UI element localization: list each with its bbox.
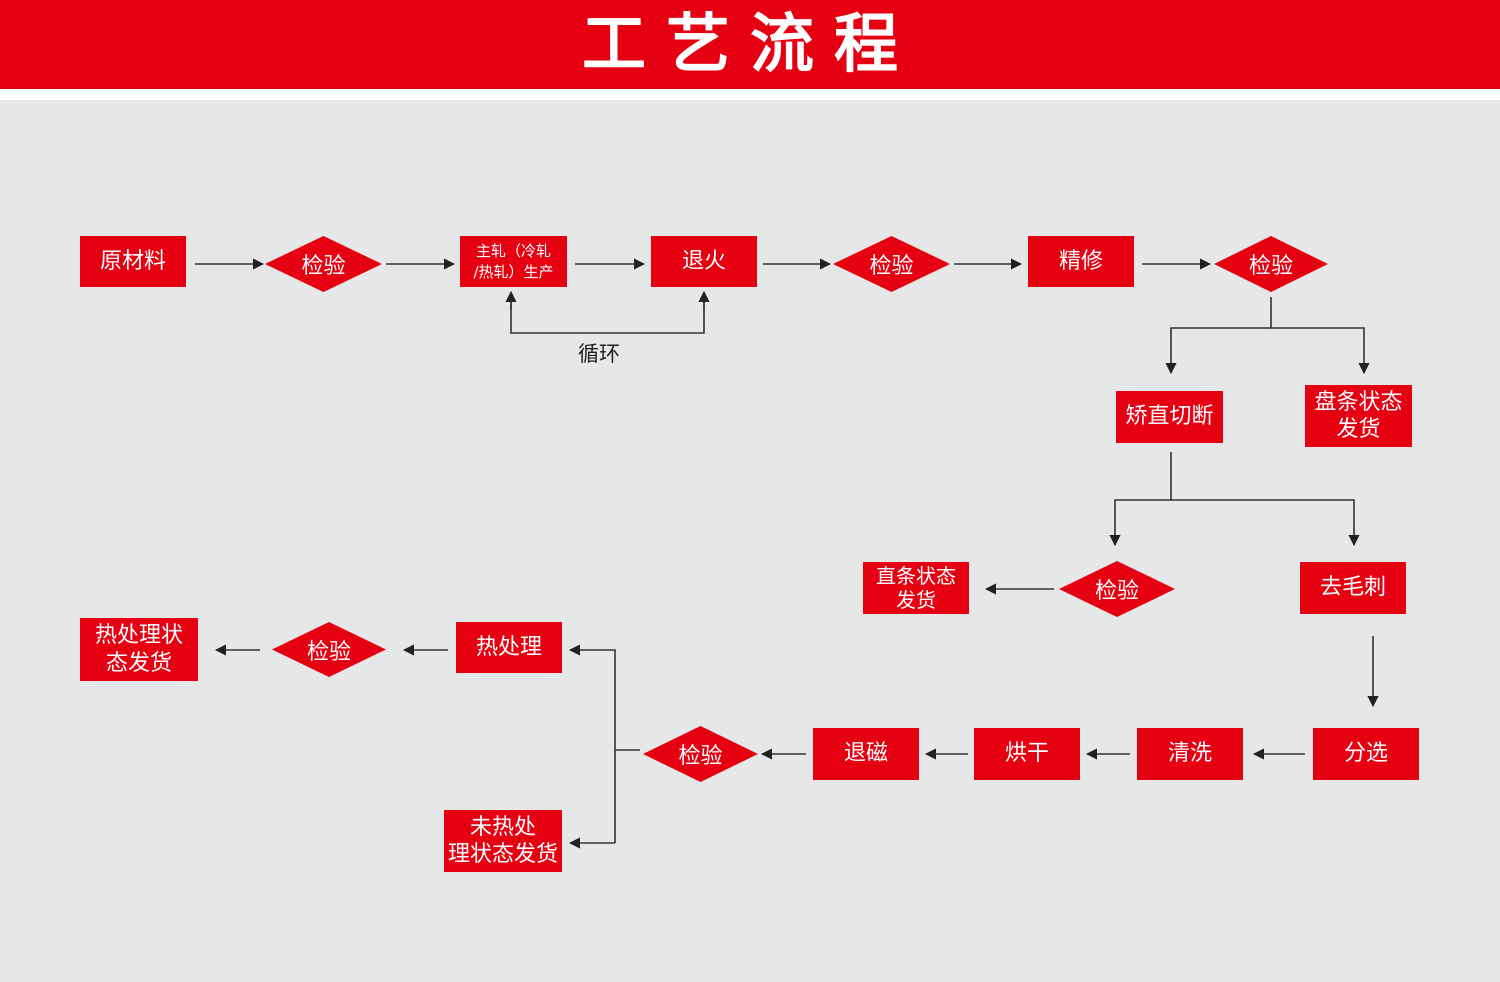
node-annealing: 退火 — [651, 236, 757, 287]
decision-label: 检验 — [678, 744, 723, 769]
node-label: 去毛刺 — [1319, 575, 1386, 601]
node-label-line1: 未热处 — [469, 814, 536, 840]
decision-inspect-6: 检验 — [272, 622, 386, 677]
node-cleaning: 清洗 — [1137, 728, 1243, 780]
decision-label: 检验 — [1094, 579, 1139, 604]
node-straighten-cut: 矫直切断 — [1116, 391, 1223, 443]
node-label: 精修 — [1058, 248, 1103, 274]
diamond-shape — [1059, 561, 1175, 617]
node-label-line1: 直条状态 — [876, 564, 956, 588]
node-straight-shipping: 直条状态 发货 — [863, 562, 969, 614]
decision-inspect-3: 检验 — [1214, 236, 1328, 292]
decision-label: 检验 — [869, 254, 914, 279]
diamond-shape — [643, 726, 758, 782]
decision-label: 检验 — [306, 639, 351, 665]
diamond-shape — [833, 236, 950, 292]
diamond-shape — [265, 236, 382, 292]
page-title: 工艺流程 — [582, 7, 918, 82]
node-main-rolling: 主轧（冷轧 /热轧）生产 — [460, 236, 567, 287]
node-heat-treatment: 热处理 — [456, 622, 562, 673]
branch-inspect5-up — [568, 644, 616, 843]
branch-straighten-left — [1109, 452, 1172, 547]
node-sorting: 分选 — [1313, 728, 1419, 780]
branch-inspect3-right — [1271, 327, 1370, 375]
node-label: 原材料 — [99, 248, 166, 274]
node-label-line1: 盘条状态 — [1314, 389, 1403, 415]
node-finishing: 精修 — [1028, 236, 1134, 287]
decision-inspect-5: 检验 — [643, 726, 758, 782]
decision-label: 检验 — [301, 254, 346, 279]
node-label-line2: 理状态发货 — [448, 842, 559, 867]
loop-connector — [510, 293, 705, 334]
header-banner: 工艺流程 — [0, 0, 1500, 89]
loop-label: 循环 — [578, 342, 620, 366]
node-raw-material: 原材料 — [80, 236, 186, 287]
decision-inspect-1: 检验 — [265, 236, 382, 292]
node-label: 清洗 — [1167, 741, 1212, 767]
decision-label: 检验 — [1248, 254, 1293, 279]
header-divider — [0, 89, 1500, 100]
node-label-line2: /热轧）生产 — [473, 262, 554, 281]
node-coil-shipping: 盘条状态 发货 — [1305, 385, 1412, 447]
node-demagnetize: 退磁 — [813, 728, 919, 780]
node-label-line1: 热处理状 — [94, 623, 183, 648]
diamond-shape — [1214, 236, 1328, 292]
node-label: 矫直切断 — [1125, 404, 1214, 430]
branch-inspect3 — [1165, 297, 1272, 375]
node-drying: 烘干 — [974, 728, 1080, 780]
node-label-line2: 发货 — [1336, 417, 1381, 442]
decision-inspect-4: 检验 — [1059, 561, 1175, 617]
node-deburr: 去毛刺 — [1300, 562, 1406, 614]
node-no-heat-shipping: 未热处 理状态发货 — [444, 810, 562, 872]
node-label: 热处理 — [475, 634, 542, 660]
node-heat-shipping: 热处理状 态发货 — [80, 618, 198, 681]
node-label: 退火 — [681, 248, 726, 274]
decision-inspect-2: 检验 — [833, 236, 950, 292]
node-label: 烘干 — [1004, 741, 1049, 767]
node-label-line2: 态发货 — [105, 650, 172, 676]
diamond-shape — [272, 622, 386, 677]
node-label: 分选 — [1343, 741, 1388, 767]
node-label-line2: 发货 — [896, 588, 936, 612]
node-label-line1: 主轧（冷轧 — [475, 241, 551, 260]
branch-straighten-right — [1171, 499, 1360, 547]
node-label: 退磁 — [843, 741, 888, 767]
